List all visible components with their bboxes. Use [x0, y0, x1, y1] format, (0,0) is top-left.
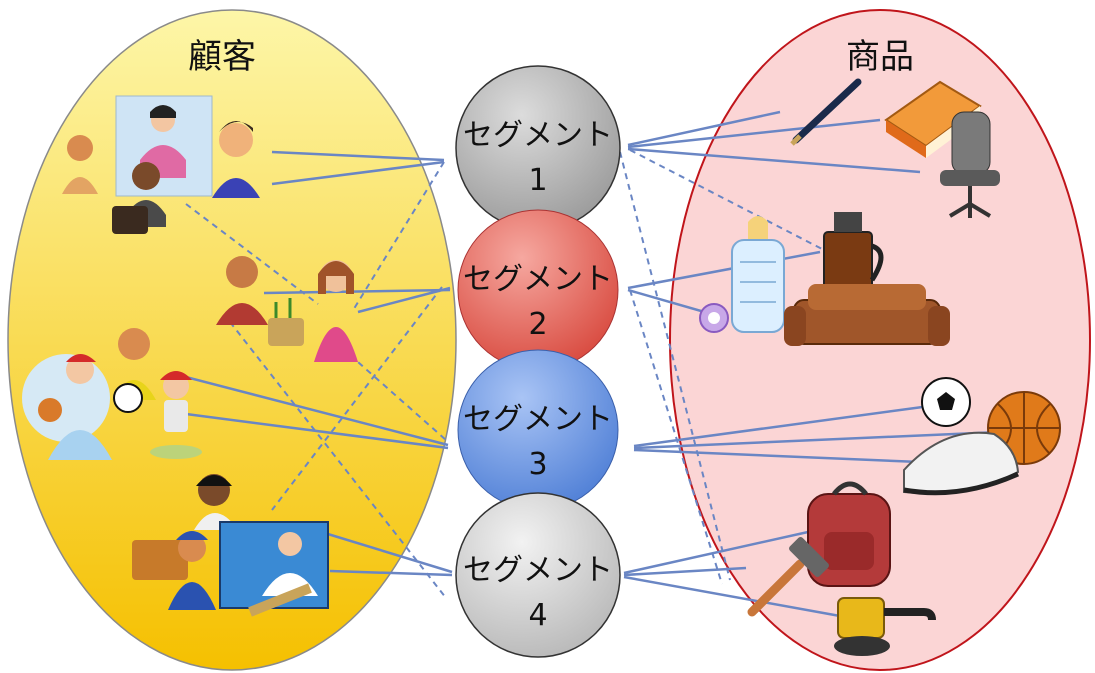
- family-icon: [216, 256, 358, 362]
- backpack-icon: [807, 481, 891, 587]
- sneaker-icon: [903, 431, 1020, 496]
- segment-2: セグメント 2: [457, 209, 619, 371]
- office-chair-icon: [940, 111, 1000, 218]
- segment-1: セグメント 1: [455, 65, 621, 231]
- hammer-icon: [747, 537, 829, 617]
- segment-4: セグメント 4: [455, 492, 621, 658]
- baby-bottle-icon: [731, 216, 785, 333]
- customer-group-title: 顧客: [188, 37, 256, 77]
- svg-text:1: 1: [528, 163, 547, 198]
- sofa-icon: [784, 284, 950, 346]
- craftsmen-icon: [132, 474, 329, 617]
- svg-text:セグメント: セグメント: [463, 262, 613, 297]
- sander-icon: [834, 597, 936, 656]
- svg-text:セグメント: セグメント: [463, 118, 613, 153]
- segment-3: セグメント 3: [457, 349, 619, 511]
- svg-text:2: 2: [528, 307, 547, 342]
- office-workers-icon: [62, 95, 260, 234]
- connector-lines: [181, 110, 1001, 618]
- sports-people-icon: [22, 328, 202, 460]
- pen-icon: [790, 78, 862, 146]
- svg-text:3: 3: [528, 447, 547, 482]
- dashed-connector-lines: [185, 149, 825, 599]
- svg-text:4: 4: [528, 598, 547, 633]
- svg-text:セグメント: セグメント: [463, 402, 613, 437]
- pacifier-icon: [699, 303, 729, 333]
- soccer-ball-icon: [921, 377, 971, 427]
- product-group-title: 商品: [846, 37, 914, 77]
- svg-text:セグメント: セグメント: [463, 553, 613, 588]
